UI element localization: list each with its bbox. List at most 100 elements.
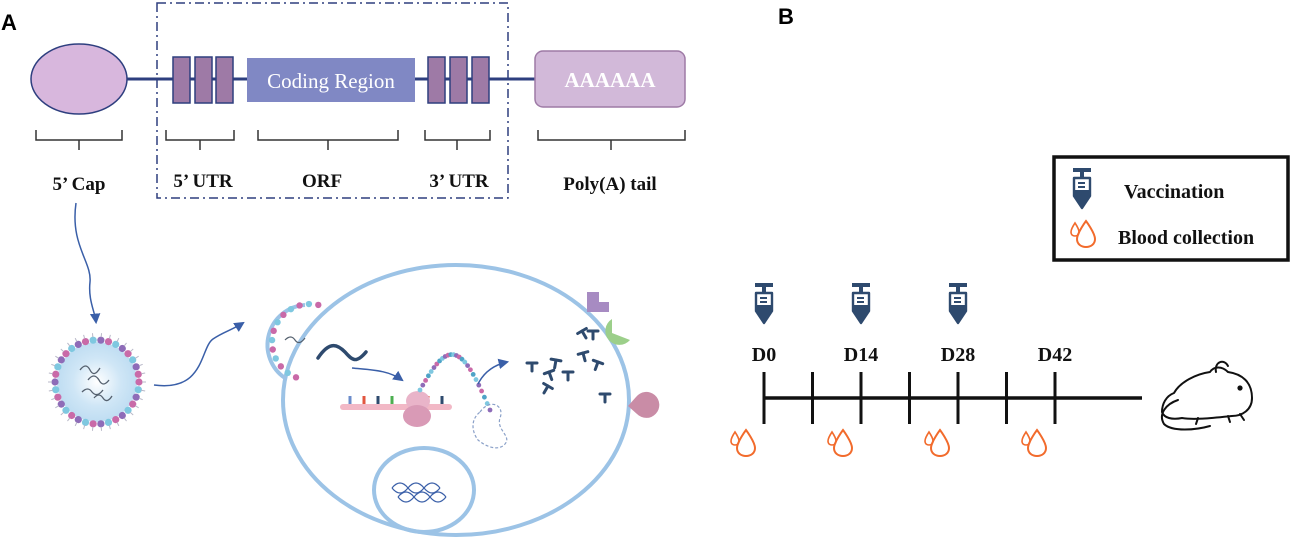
poly-a-sequence-label: AAAAAA: [565, 68, 657, 92]
peg-chain: [123, 417, 127, 422]
amino-acid-bead: [476, 382, 482, 388]
lipid-bead: [52, 370, 60, 378]
dna-helix: [391, 482, 447, 503]
lipid-bead: [62, 350, 70, 358]
peg-chain: [123, 342, 127, 347]
lipid-bead: [134, 386, 142, 394]
five-prime-utr-blocks: [172, 56, 234, 104]
peg-chain: [129, 411, 134, 416]
folding-protein-outline: [472, 403, 508, 449]
timeline-day-label: D42: [1038, 344, 1072, 366]
peg-chain: [116, 337, 120, 342]
mouse-icon: [1160, 360, 1253, 431]
amino-acid-bead: [482, 394, 487, 400]
antigen-fragment: [591, 358, 605, 372]
peg-chain: [74, 422, 78, 427]
mrna-structure: Coding Region AAAAAA 5’ Cap 5’ UTR ORF 3…: [30, 2, 686, 199]
peg-chain: [129, 348, 134, 353]
lipid-bead: [132, 393, 140, 401]
legend-vaccination-label: Vaccination: [1124, 181, 1224, 203]
lipid-bead: [97, 420, 105, 428]
timeline-day-label: D14: [844, 344, 878, 366]
lipid-bead: [118, 411, 126, 420]
antigen-fragment: [561, 370, 575, 382]
region-brackets: [35, 130, 686, 150]
peg-chain: [51, 363, 56, 367]
lipid-bead: [51, 378, 59, 386]
released-mrna: [316, 343, 368, 362]
arrow-cap-to-lnp: [74, 202, 101, 325]
immune-shape-green: [605, 319, 630, 345]
lipid-bead: [124, 350, 132, 358]
amino-acid-bead: [462, 359, 468, 365]
coding-region-label: Coding Region: [267, 69, 395, 93]
panel-b-letter: B: [778, 4, 794, 29]
lipid-bead: [54, 393, 62, 401]
endosome-bead: [272, 355, 279, 362]
five-prime-utr-label: 5’ UTR: [173, 171, 233, 192]
endosome-bead: [274, 319, 281, 326]
lipid-bead: [68, 411, 76, 420]
endosome-bead: [315, 301, 322, 309]
lipid-bead: [52, 386, 60, 394]
peg-chain: [141, 389, 146, 392]
lipid-bead: [74, 340, 82, 349]
timeline-day-label: D0: [752, 344, 776, 366]
lipid-bead: [62, 406, 70, 414]
vaccination-syringe-icon: [947, 281, 969, 325]
peg-chain: [74, 337, 78, 342]
peg-chain: [138, 363, 143, 367]
vaccination-syringe-icon: [850, 281, 872, 325]
peg-chain: [60, 411, 65, 416]
vaccination-syringe-icon: [753, 281, 775, 325]
five-prime-cap-label: 5’ Cap: [53, 174, 106, 195]
blood-drop-icon: [827, 429, 853, 457]
amino-acid-bead: [465, 363, 470, 369]
orf-label: ORF: [302, 171, 342, 192]
endosome-bead: [277, 363, 285, 370]
timeline-day-label: D28: [941, 344, 975, 366]
lipid-bead: [104, 338, 113, 346]
lipid-bead: [112, 340, 120, 349]
amino-acid-bead: [426, 373, 431, 379]
amino-acid-bead: [423, 378, 428, 383]
arrow-to-antigens: [477, 358, 510, 385]
peg-chain: [116, 422, 120, 427]
lipid-bead: [104, 418, 113, 426]
blood-drop-icon: [924, 429, 950, 457]
cell-nucleus: [372, 446, 476, 534]
lipid-bead: [57, 356, 65, 364]
endosome-bead: [292, 374, 300, 381]
amino-acid-bead: [468, 367, 473, 373]
amino-acid-bead: [473, 377, 479, 382]
lipid-bead: [68, 344, 76, 353]
antigen-fragment: [576, 350, 590, 363]
three-prime-utr-label: 3’ UTR: [429, 171, 489, 192]
endosome-bead: [287, 305, 295, 313]
five-prime-cap-shape: [30, 43, 128, 115]
peg-chain: [83, 425, 86, 430]
peg-chain: [134, 355, 139, 359]
amino-acid-bead: [434, 361, 440, 367]
lipid-bead: [81, 338, 90, 346]
endosome-bead: [270, 327, 277, 335]
lipid-bead: [97, 336, 105, 344]
arrow-lnp-to-cell: [153, 321, 245, 387]
peg-chain: [60, 348, 65, 353]
lipid-bead: [129, 400, 137, 408]
lipid-bead: [54, 363, 62, 371]
endosome-bead: [269, 346, 276, 353]
antigen-fragment: [598, 392, 612, 404]
peg-chain: [48, 372, 53, 375]
lipid-bead: [89, 336, 97, 344]
endosome-bead: [284, 369, 291, 377]
endosome-bead: [305, 300, 313, 308]
peg-chain: [108, 425, 111, 430]
amino-acid-bead: [470, 371, 476, 377]
endosome-bead: [296, 302, 303, 309]
antigen-fragment: [542, 382, 554, 395]
lipid-nanoparticle: [48, 333, 146, 431]
lipid-bead: [118, 344, 126, 353]
lipid-bead: [81, 418, 90, 426]
